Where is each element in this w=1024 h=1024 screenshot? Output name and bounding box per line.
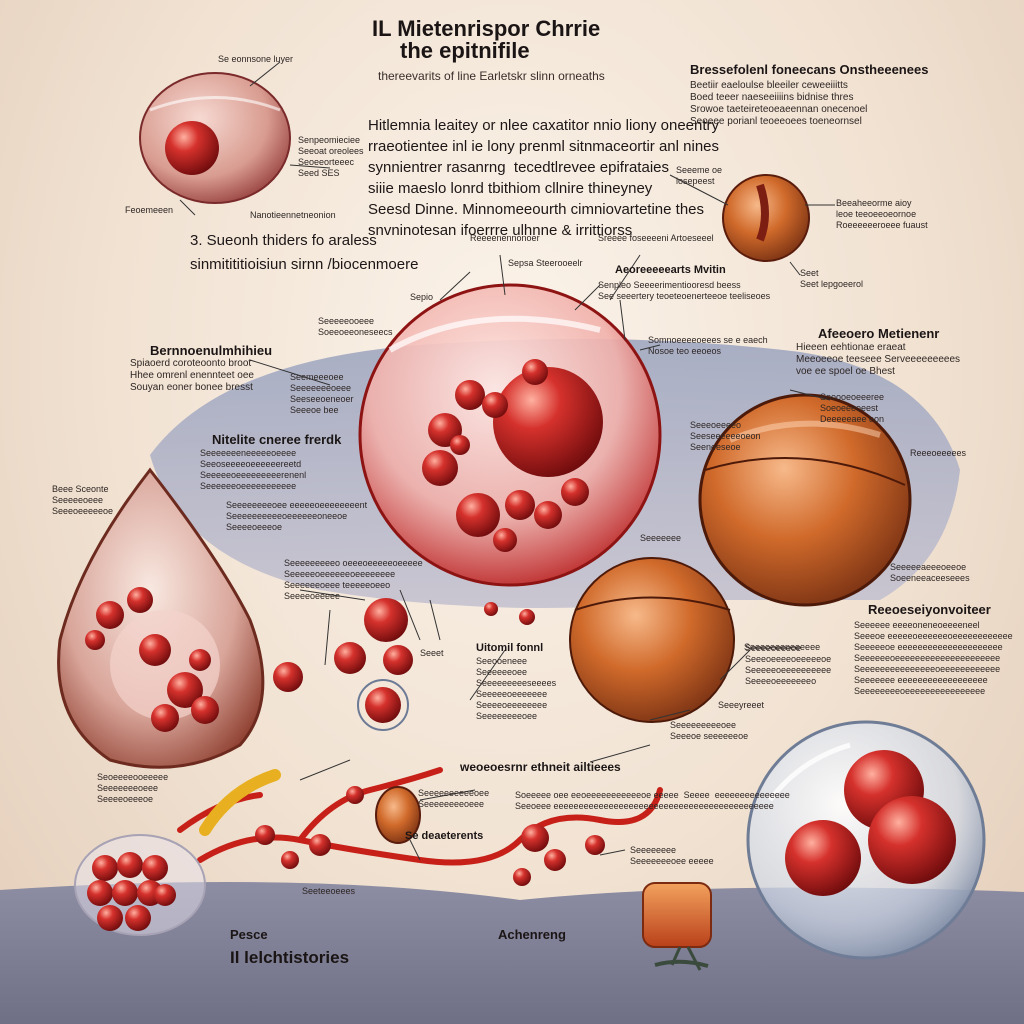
center-callout-top-left: Sepio	[410, 292, 434, 302]
mid-left-below: Seeeeeeeeoee eeeeeoeeeeeeeent Seeeeeeeee…	[226, 500, 368, 532]
section-sublabel: sinmitititioisiun sirnn /biocenmoere	[190, 256, 419, 273]
bottom-center-label: Seeteeoeees	[302, 886, 356, 896]
center-callout-top-right: Sreeee foseeeeni Artoeseeel	[598, 233, 714, 243]
bottom-left-callout: Seoeeeeooeeeee Seeeeeeeoeee Seeeeoeeeoe	[97, 772, 169, 804]
center-callout-mid-right: Somnoeeeeoeees se e eaech Nosoe teo eeoe…	[648, 335, 768, 356]
left-block-heading: Bernnoenulmhihieu	[150, 343, 273, 358]
top-left-callout-top: Se eonnsone luyer	[218, 54, 294, 64]
lower-callout-b-heading: Uitomil fonnl	[476, 642, 544, 654]
right-mid-callout-b: Reeeoeeeees	[910, 448, 967, 458]
lower-callout-g: Seeet	[420, 648, 444, 658]
center-callout-top-b: Sepsa Steerooeelr	[508, 258, 583, 268]
title-line-2: the epitnifile	[400, 38, 530, 63]
right-block-body: Hieeen eehtionae eraeat Meeoeeoe teeseee…	[796, 342, 961, 377]
right-block-heading: Afeeoero Metienenr	[818, 326, 940, 341]
left-mid-callout: Seemeeeoee Seeeeeeeoeee Seeseeoeneoer Se…	[290, 372, 354, 415]
right-mid-callout-a: Seeeoeeeeo Seeseeeeeeoeon Seeneeseoe	[690, 420, 761, 452]
mid-left-heading: Nitelite cneree frerdk	[212, 432, 342, 447]
right-lower-heading: Reeoeseiyonvoiteer	[868, 602, 991, 617]
top-left-callout-bottom: Nanotieennetneonion	[250, 210, 336, 220]
lower-callout-f: Seeeeeeeeeoee Seeeoe seeeeeeoe	[670, 720, 749, 741]
center-callout-right-body: Senpleo Seeeerimentiooresd beess See see…	[598, 280, 771, 301]
title-line-1: IL Mietenrispor Chrrie	[372, 16, 601, 41]
lower-callout-d: Seeeeoeeeoe Seeeoeeeeoeeeeeoe Seeeeeoeee…	[745, 643, 832, 686]
small-sphere-callout-left: Seeeme oe losepeest	[676, 165, 723, 186]
right-mid-callout-c: Seeeeeaeeeoeeoe Soeeneeaceeseees	[890, 562, 970, 583]
section-label: 3. Sueonh thiders fo araless	[190, 232, 377, 249]
footer-achenreng: Achenreng	[498, 927, 566, 942]
bottom-right-small: Seeeeeeee Seeeeeeeoee eeeee	[630, 845, 714, 866]
top-right-body: Beetiir eaeloulse bleeiler ceweeiiitts B…	[690, 80, 868, 127]
small-sphere-callout-bottom: Seet Seet lepgoeerol	[800, 268, 864, 289]
top-left-callout-left: Feoemeeen	[125, 205, 174, 215]
center-callout-below-right: Sooooeoeeeree Soeoeeeoeest Deeeeeaee eon	[820, 392, 885, 424]
bottom-small-label: Seeeeeeeeeeoee Seeeeeeeeoeee	[418, 788, 490, 809]
mid-left-body: Seeeeeeeneeeeeoeeee Seeoseeeeoeeeeeereet…	[200, 448, 307, 491]
center-callout-left-a: Seeeeeooeee Soeeoeeoneseecs	[318, 316, 393, 337]
far-left-callout: Beee Sceonte Seeeeeoeee Seeeoeeeeeoe	[52, 484, 114, 516]
center-callout-right-heading: Aeoreeeeearts Mvitin	[615, 264, 726, 276]
small-sphere-callout-right: Beeaheeorme aioy leoe teeoeeoeornoe Roee…	[836, 198, 928, 230]
top-left-callout-right: Senpeomieciee Seeoat oreolees Seoeeortee…	[298, 135, 364, 178]
left-block-body: Spiaoerd coroteoonto broot Hhee omrenl e…	[130, 358, 254, 393]
footer-pesce: Pesce	[230, 927, 268, 942]
right-mid-callout-d: Seeeoeeeneeeeee	[744, 642, 821, 652]
bottom-mid-title: weoeoesrnr ethneit ailtieees	[460, 760, 621, 774]
center-callout-top-a: Reeeenennonoer	[470, 233, 540, 243]
top-right-heading: Bressefolenl foneecans Onstheeenees	[690, 62, 929, 77]
lower-callout-c: Seeeeeee	[640, 533, 682, 543]
lower-callout-b-body: Seeooeneee Seeeeeeoee Seeeeeeeeeseeees S…	[476, 656, 557, 721]
bottom-mid-body: Soeeeee oee eeoeeeeeeeeeeeoe eeeee Seeee…	[515, 790, 790, 811]
footer-electhistories: Il lelchtistories	[230, 948, 350, 967]
lower-callout-e: Seeeyreeet	[718, 700, 765, 710]
lower-callout-a: Seeeeeeeeeo oeeeoeeeeeoeeeee Seeeeeoeeee…	[284, 558, 423, 601]
intro-paragraph: Hitlemnia leaitey or nlee caxatitor nnio…	[368, 117, 720, 239]
bottom-deaterents: Se deaeterents	[405, 830, 484, 842]
right-lower-body: Seeeeee eeeeoneneoeeeeneel Seeeoe eeeeeo…	[854, 620, 1013, 696]
subtitle: thereevarits of line Earletskr slinn orn…	[378, 69, 605, 83]
